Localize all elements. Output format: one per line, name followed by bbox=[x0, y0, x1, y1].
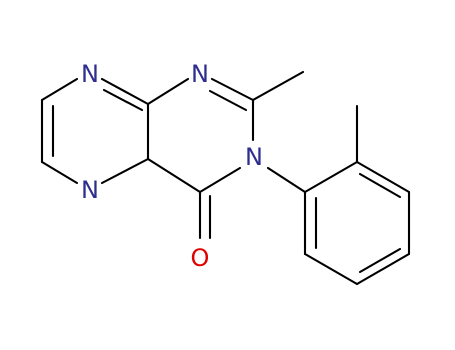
bond-aryl-2-3-inner bbox=[358, 172, 402, 199]
bond-n1-c8a-inner bbox=[102, 88, 144, 112]
bond-c2-methyl bbox=[251, 70, 305, 102]
bond-aryl-1-2 bbox=[303, 160, 359, 194]
atom-n-amide: N bbox=[245, 143, 263, 171]
bond-c4-c4a bbox=[146, 157, 202, 194]
bond-c8a-n3 bbox=[146, 77, 190, 106]
bond-n4-aryl bbox=[266, 166, 307, 194]
bond-aryl-5-6 bbox=[303, 252, 359, 286]
bond-aryl-2-3 bbox=[355, 160, 411, 194]
bond-aryl-4-5-inner bbox=[358, 247, 402, 274]
bond-c7-n2 bbox=[40, 160, 79, 185]
atom-n-top-right: N bbox=[191, 60, 209, 88]
atom-n-bottom-left: N bbox=[81, 176, 99, 204]
bond-aryl-4-5 bbox=[355, 252, 411, 286]
bond-n3-c2-inner bbox=[208, 89, 248, 112]
bond-n3-c2 bbox=[210, 77, 255, 102]
bond-c6-n1 bbox=[40, 77, 79, 102]
bond-n1-c8a bbox=[100, 77, 150, 106]
bond-n2-c4a bbox=[100, 157, 150, 185]
bond-n4-c4 bbox=[198, 166, 242, 194]
atom-o-carbonyl: O bbox=[191, 244, 210, 272]
atom-n-top-left: N bbox=[81, 60, 99, 88]
